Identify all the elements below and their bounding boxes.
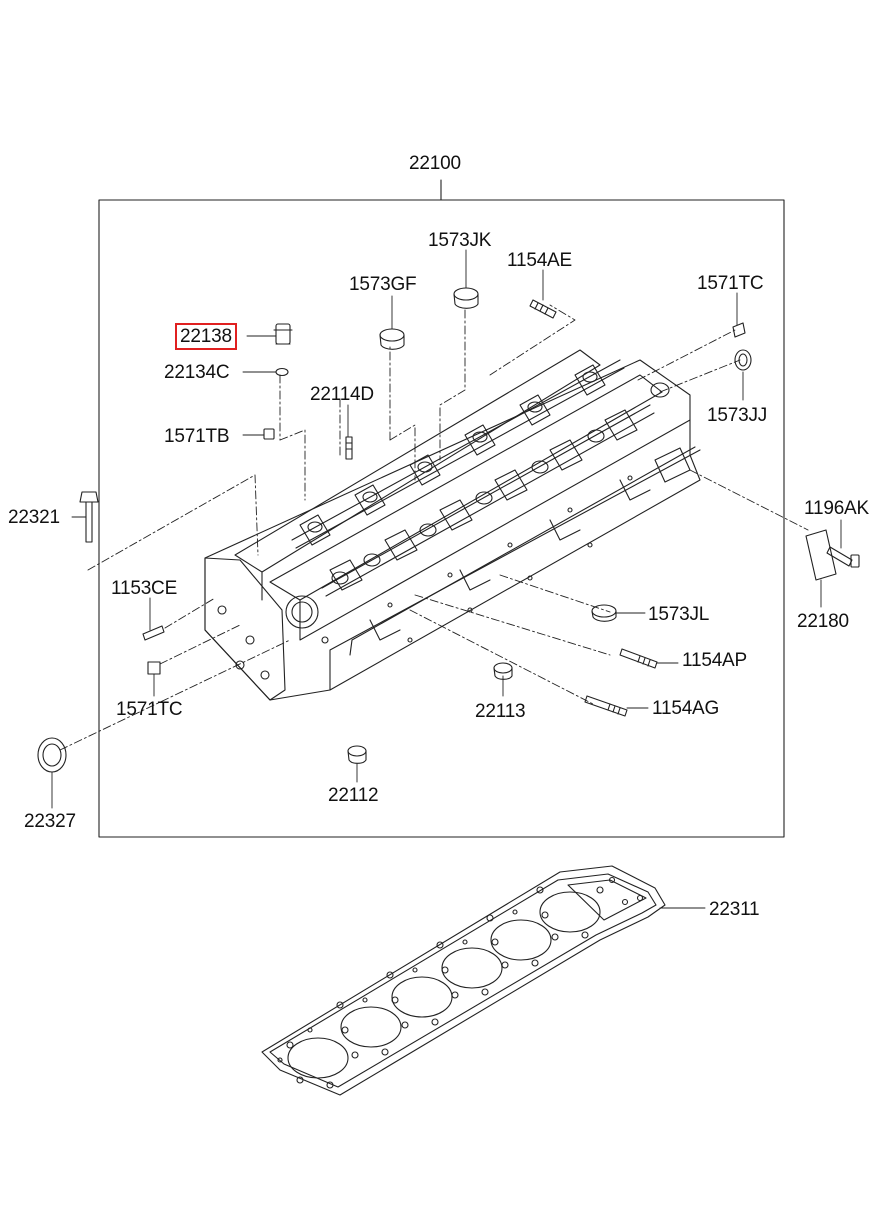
part-label-1571tb[interactable]: 1571TB <box>164 426 230 447</box>
part-label-1573jl[interactable]: 1573JL <box>648 604 710 625</box>
part-1196ak-bolt <box>826 546 860 568</box>
part-label-22112[interactable]: 22112 <box>328 785 379 806</box>
part-label-1153ce[interactable]: 1153CE <box>111 578 178 599</box>
part-label-22321[interactable]: 22321 <box>8 507 60 528</box>
part-label-1573jj[interactable]: 1573JJ <box>707 405 768 426</box>
part-22180-cover <box>805 529 837 581</box>
part-label-22327[interactable]: 22327 <box>24 811 76 832</box>
part-label-22114d[interactable]: 22114D <box>310 384 374 405</box>
part-22113-plug <box>493 662 513 680</box>
part-label-22134c[interactable]: 22134C <box>164 362 230 383</box>
part-label-1571tc-bottom[interactable]: 1571TC <box>116 699 183 720</box>
part-1571tb-plug <box>263 428 275 440</box>
part-label-1154ae[interactable]: 1154AE <box>507 250 573 271</box>
part-1573jl-cap <box>591 604 617 622</box>
part-22114d-stud <box>345 436 353 460</box>
part-label-1573gf[interactable]: 1573GF <box>349 274 417 295</box>
part-label-1573jk[interactable]: 1573JK <box>428 230 492 251</box>
part-1153ce-stud <box>142 625 165 641</box>
part-1571tc-bottom-plug <box>147 661 161 675</box>
part-label-1154ag[interactable]: 1154AG <box>652 698 720 719</box>
part-label-1154ap[interactable]: 1154AP <box>682 650 748 671</box>
part-22138-plug <box>273 323 293 345</box>
assembly-lines <box>59 304 809 751</box>
part-label-22180[interactable]: 22180 <box>797 611 849 632</box>
part-label-22113[interactable]: 22113 <box>475 701 526 722</box>
part-1573jj-seal <box>734 349 752 371</box>
part-1154ae-stud <box>529 299 557 319</box>
part-22321-bolt <box>79 491 99 543</box>
cylinder-head <box>204 349 701 701</box>
part-label-1571tc-top[interactable]: 1571TC <box>697 273 764 294</box>
part-1154ag-stud <box>584 695 628 717</box>
assembly-number-label: 22100 <box>409 153 461 174</box>
part-1571tc-top-plug <box>732 322 746 338</box>
part-1154ap-stud <box>619 648 658 669</box>
head-gasket <box>261 865 666 1096</box>
label-leaders <box>51 249 842 909</box>
part-label-22311[interactable]: 22311 <box>709 899 760 920</box>
part-label-22138-selected[interactable]: 22138 <box>175 323 237 350</box>
part-label-1196ak[interactable]: 1196AK <box>804 498 870 519</box>
part-22112-plug <box>347 745 367 764</box>
